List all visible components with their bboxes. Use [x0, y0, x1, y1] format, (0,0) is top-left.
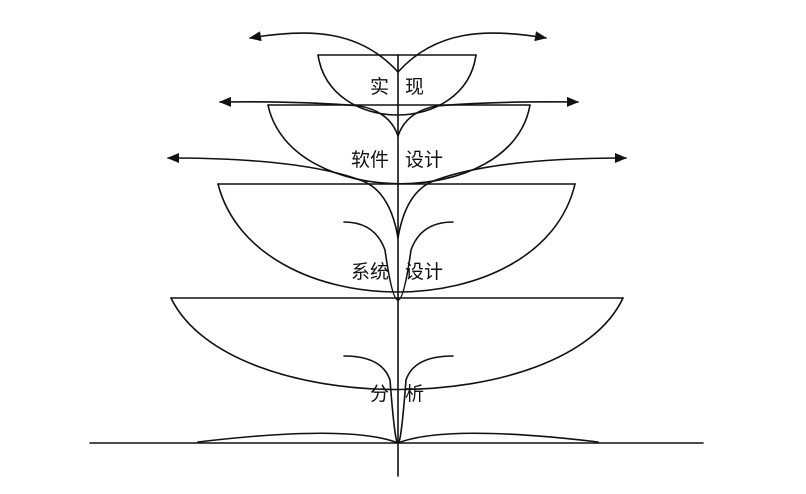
- base-flare-left: [197, 432, 399, 444]
- analysis-bowl: [170, 297, 624, 391]
- label-system-design-right: 设计: [405, 261, 443, 283]
- analysis-jet-right: [397, 355, 454, 444]
- label-analysis-right: 析: [405, 383, 424, 405]
- software-design-jet-left: [167, 153, 399, 239]
- analysis-jet-left: [343, 355, 399, 444]
- label-system-design-left: 系统: [351, 261, 389, 283]
- top-arc-right: [397, 31, 547, 73]
- implementation-bowl: [317, 54, 477, 116]
- label-analysis-left: 分: [370, 383, 389, 405]
- implementation-jet-left: [219, 96, 399, 137]
- top-arc-left: [249, 31, 399, 73]
- label-implementation-right: 现: [405, 76, 424, 98]
- label-implementation-left: 实: [370, 76, 389, 98]
- system-design-jet-right: [397, 221, 454, 301]
- software-design-jet-right: [397, 153, 627, 239]
- system-design-jet-left: [343, 221, 399, 301]
- implementation-jet-right: [397, 96, 579, 137]
- software-design-bowl: [267, 104, 531, 185]
- label-software-design-left: 软件: [351, 149, 389, 171]
- base-flare-right: [397, 432, 599, 444]
- system-design-bowl: [217, 183, 576, 293]
- label-software-design-right: 设计: [405, 149, 443, 171]
